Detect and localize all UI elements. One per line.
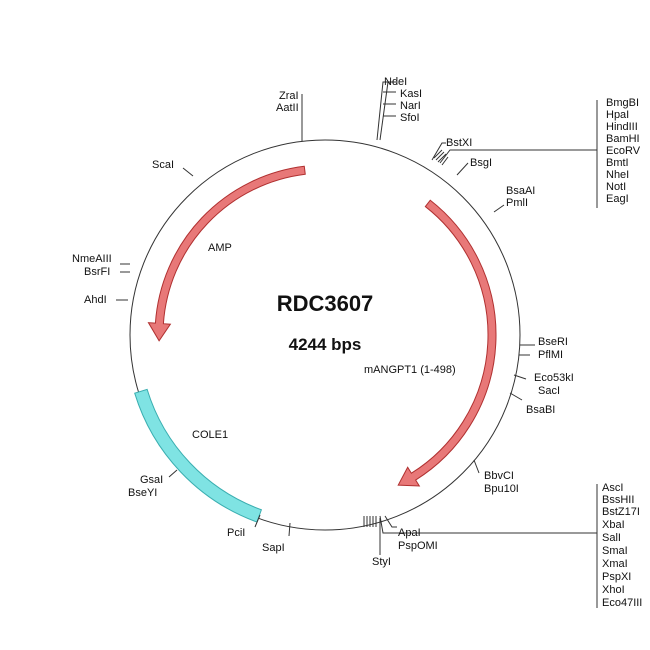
site-label-pmli: PmlI [506, 197, 528, 209]
site-label-bsrfi: BsrFI [84, 266, 110, 278]
site-line-bsaai [493, 204, 505, 213]
site-label-bsabi: BsaBI [526, 404, 555, 416]
plasmid-name: RDC3607 [277, 291, 374, 316]
site-label-bmgbi: BmgBI [606, 97, 639, 109]
site-label-hindiii: HindIII [606, 121, 638, 133]
site-label-bsshii: BssHII [602, 494, 634, 506]
site-line-bstxi [431, 142, 446, 161]
site-label-bsgi: BsgI [470, 157, 492, 169]
amp-arrow [147, 165, 306, 342]
site-tick [435, 151, 445, 161]
site-label-bstxi: BstXI [446, 137, 472, 149]
cole1-feature [134, 388, 263, 523]
site-line-sapi [288, 522, 291, 537]
site-label-ndei: NdeI [384, 76, 407, 88]
site-label-asci: AscI [602, 482, 623, 494]
site-line-scai [182, 167, 194, 177]
site-tick [441, 156, 449, 166]
site-line-mcs-top [439, 149, 597, 164]
site-label-ecorv: EcoRV [606, 145, 641, 157]
site-label-sfoi: SfoI [400, 112, 420, 124]
site-label-xmai: XmaI [602, 558, 628, 570]
site-label-bbvci: BbvCI [484, 470, 514, 482]
site-line-pcii [254, 514, 261, 528]
site-line-bbvci [473, 459, 480, 474]
site-line-mcs-bottom [379, 515, 597, 534]
mangpt1-arrow [397, 199, 497, 487]
site-label-bpu10i: Bpu10I [484, 483, 519, 495]
site-label-eagi: EagI [606, 193, 629, 205]
site-label-bstz17i: BstZ17I [602, 506, 640, 518]
site-line-bsgi [456, 162, 469, 176]
feature-label-amp: AMP [208, 242, 232, 254]
site-labels: ZraI AatII NdeI KasI NarI SfoI BstXI Bmg… [72, 76, 642, 609]
site-line-ndei-group [376, 81, 396, 141]
site-label-nhei: NheI [606, 169, 629, 181]
site-label-bsaai: BsaAI [506, 185, 535, 197]
feature-label-cole1: COLE1 [192, 429, 228, 441]
site-label-bmti: BmtI [606, 157, 629, 169]
site-label-gsai: GsaI [140, 474, 163, 486]
site-label-zrai: ZraI [279, 90, 299, 102]
site-line-ndei-b [379, 81, 389, 141]
site-label-xbai: XbaI [602, 519, 625, 531]
site-label-kasi: KasI [400, 88, 422, 100]
site-label-apai: ApaI [398, 527, 421, 539]
site-label-pflmi: PflMI [538, 349, 563, 361]
site-label-eco53ki: Eco53kI [534, 372, 574, 384]
feature-label-mangpt1: mANGPT1 (1-498) [364, 364, 456, 376]
site-label-pspomi: PspOMI [398, 540, 438, 552]
site-tick [433, 149, 443, 159]
site-label-sali: SalI [602, 532, 621, 544]
site-label-bseri: BseRI [538, 336, 568, 348]
site-label-scai: ScaI [152, 159, 174, 171]
site-line-eco53ki [513, 374, 527, 380]
site-label-bseyi: BseYI [128, 487, 157, 499]
plasmid-size: 4244 bps [289, 335, 362, 354]
site-tick [437, 153, 447, 163]
site-label-nmeaiii: NmeAIII [72, 253, 112, 265]
site-label-ahdi: AhdI [84, 294, 107, 306]
site-label-nari: NarI [400, 100, 421, 112]
site-label-eco47iii: Eco47III [602, 597, 642, 609]
site-label-bamhi: BamHI [606, 133, 640, 145]
site-label-pspxi: PspXI [602, 571, 631, 583]
site-label-smai: SmaI [602, 545, 628, 557]
plasmid-backbone [129, 139, 521, 531]
site-label-xhoi: XhoI [602, 584, 625, 596]
site-line-bsabi [509, 392, 523, 401]
site-label-styi: StyI [372, 556, 391, 568]
site-lines [116, 81, 598, 608]
site-label-saci: SacI [538, 385, 560, 397]
site-label-hpai: HpaI [606, 109, 629, 121]
site-label-aatii: AatII [276, 102, 299, 114]
site-label-pcii: PciI [227, 527, 245, 539]
site-label-noti: NotI [606, 181, 626, 193]
site-line-apai [384, 515, 397, 528]
site-label-sapi: SapI [262, 542, 285, 554]
site-line-gsai [168, 469, 178, 478]
